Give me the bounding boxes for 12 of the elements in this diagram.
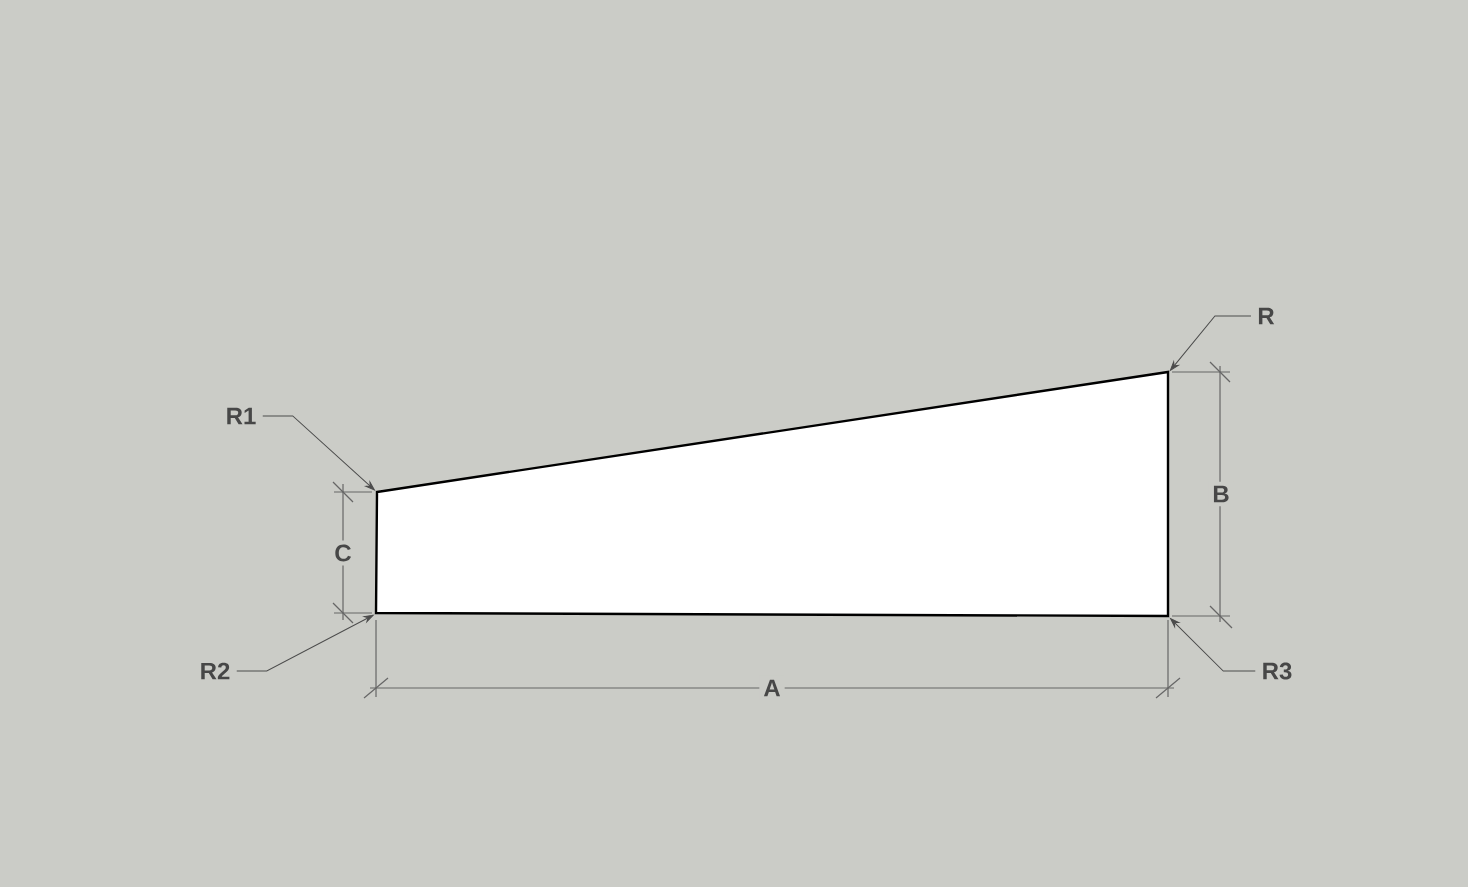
plate-drawing xyxy=(374,370,1170,618)
leader-line xyxy=(1170,618,1256,672)
callout-label: R3 xyxy=(1263,662,1292,680)
dimension-label: C xyxy=(330,540,356,566)
callout-label: R xyxy=(1258,307,1275,325)
leader-line xyxy=(262,415,375,491)
callout-label: R1 xyxy=(227,407,256,425)
dimension-label: A xyxy=(759,675,785,701)
callout-label: R2 xyxy=(201,662,230,680)
leader-line xyxy=(1169,315,1252,371)
leader-line xyxy=(236,614,374,672)
dimension-label: B xyxy=(1208,481,1234,507)
